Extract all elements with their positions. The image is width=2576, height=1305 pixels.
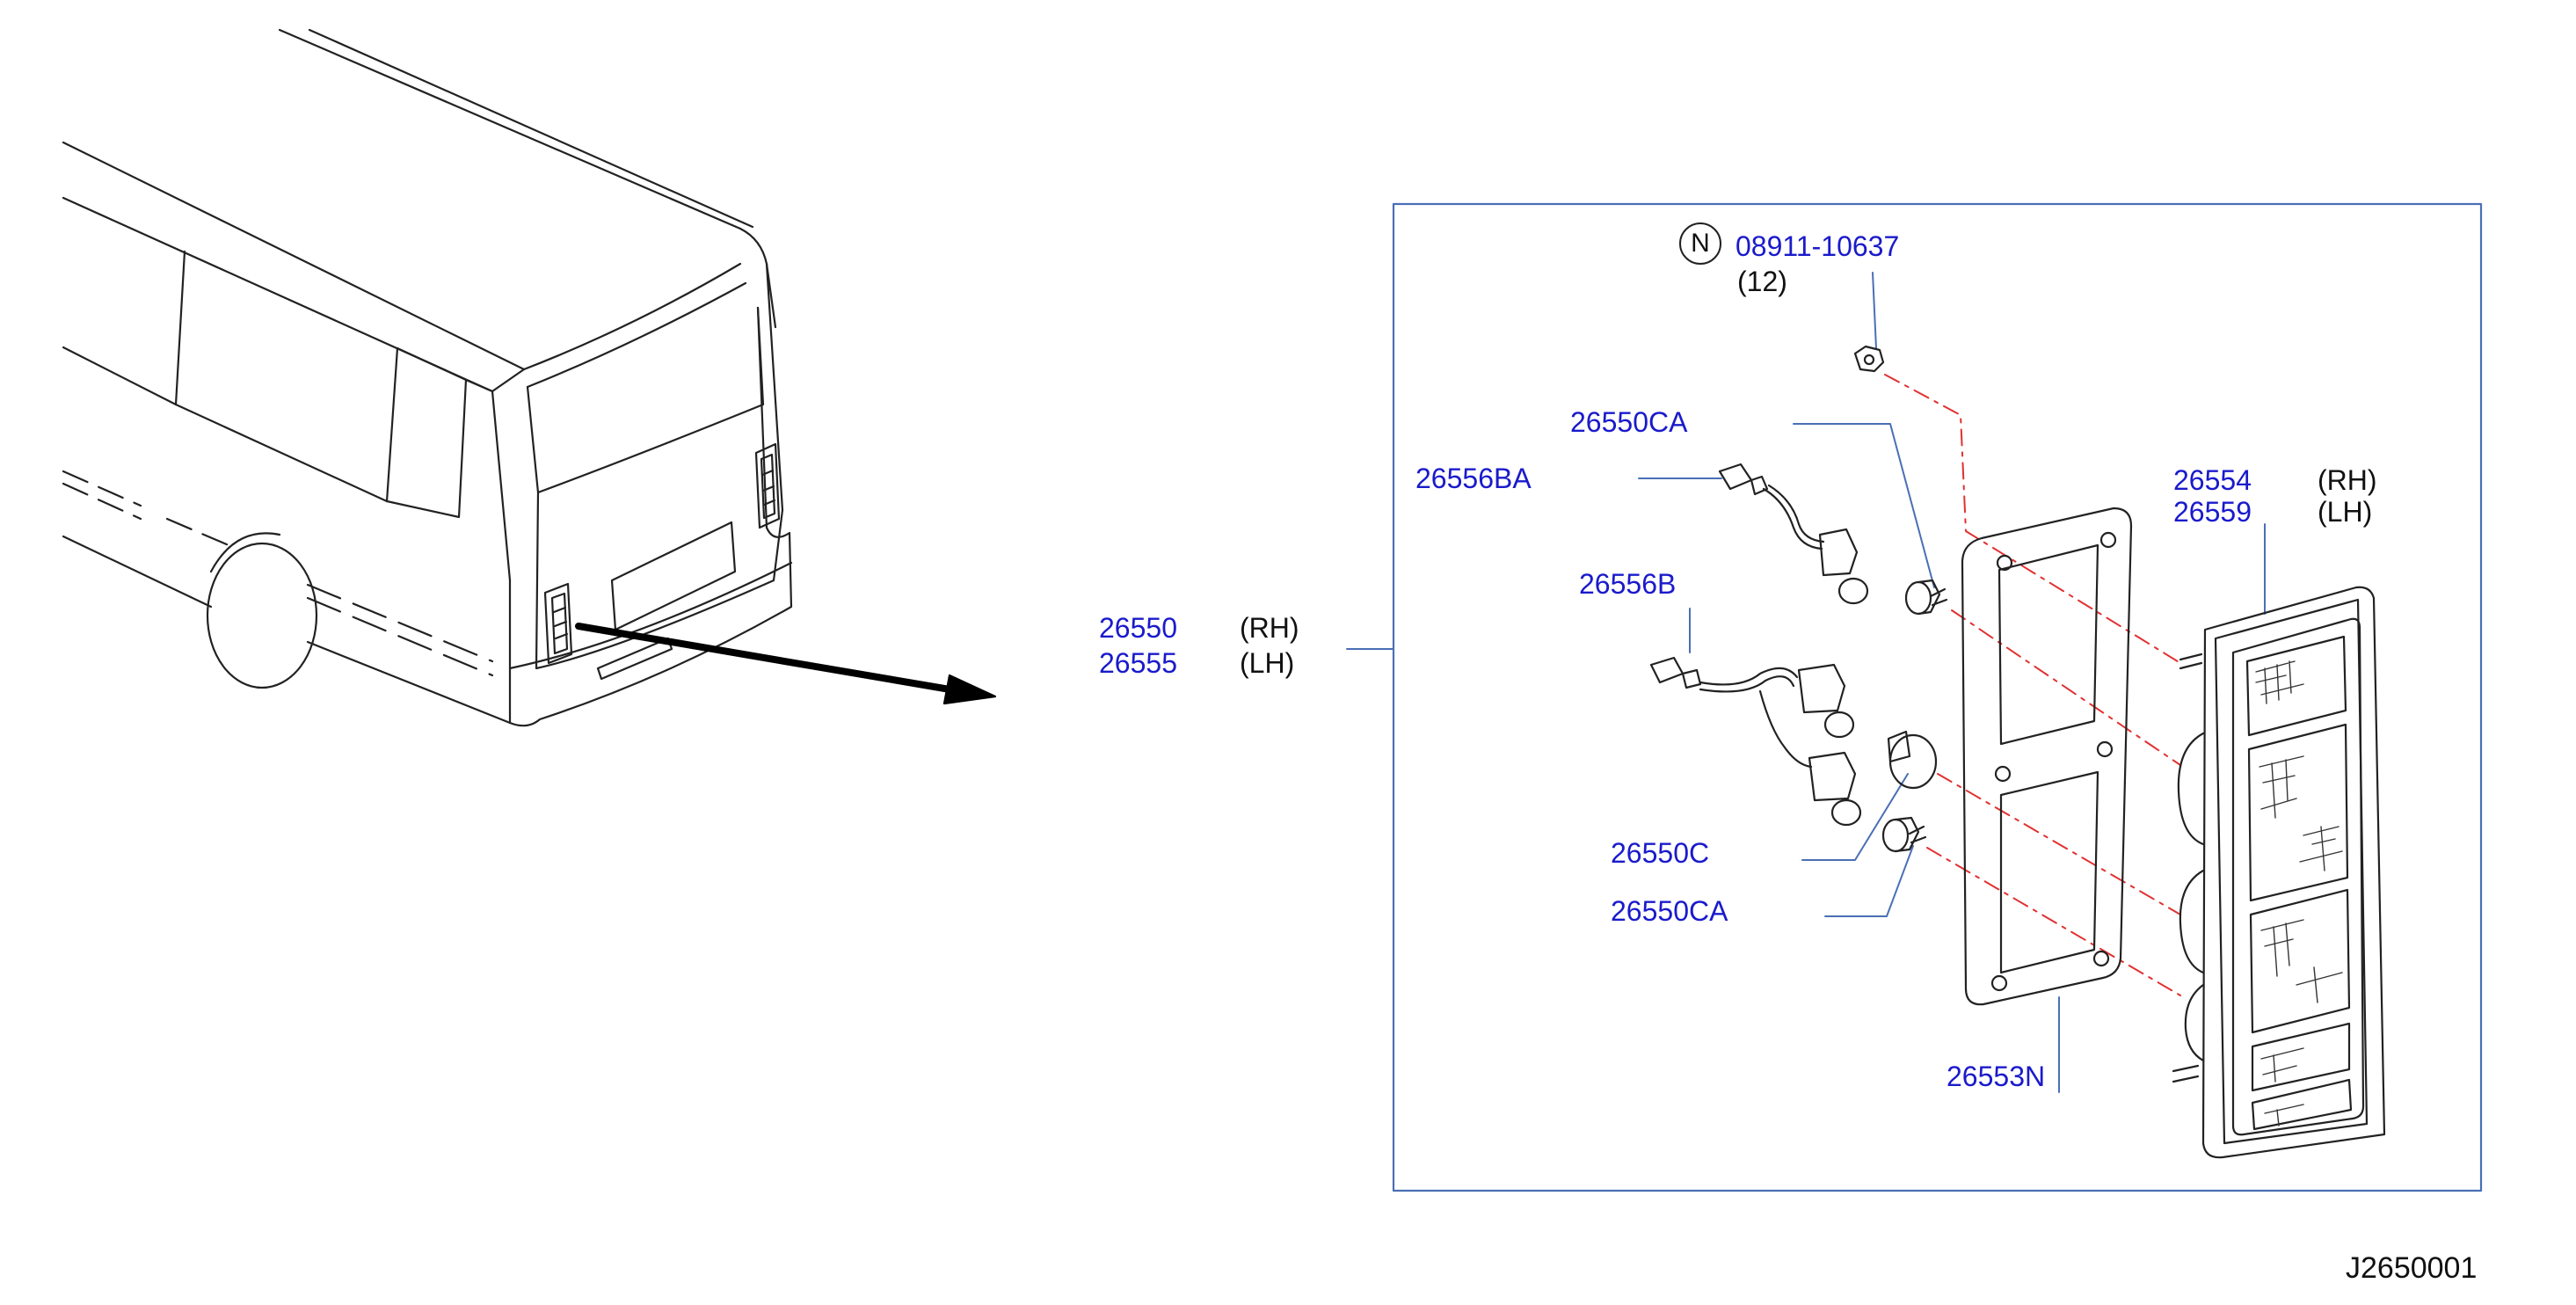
gasket-26553n-icon: [1961, 507, 2133, 1006]
n-badge: N: [1679, 222, 1721, 265]
part-label-26556ba[interactable]: 26556BA: [1415, 463, 1532, 494]
part-label-26559[interactable]: 26559: [2173, 496, 2252, 528]
side-label-26555: (LH): [1240, 647, 1295, 679]
hex-nut-icon: [1853, 345, 1885, 373]
side-label-26554: (RH): [2318, 464, 2377, 496]
part-label-26550ca-top[interactable]: 26550CA: [1570, 406, 1688, 438]
diagram-id-code: J2650001: [2346, 1251, 2478, 1285]
part-label-26550ca-bottom[interactable]: 26550CA: [1611, 895, 1728, 927]
part-label-nut[interactable]: 08911-10637: [1736, 230, 1900, 262]
bulb-icon: [1887, 730, 1938, 790]
pointer-arrow-icon: [575, 623, 997, 705]
bulb-socket-icon: [1904, 579, 1948, 616]
part-label-26556b[interactable]: 26556B: [1579, 568, 1677, 600]
nut-quantity: (12): [1737, 266, 1787, 297]
detail-frame: [1392, 202, 2483, 1192]
tail-lamp-lens-icon: [2172, 586, 2386, 1159]
part-label-26554[interactable]: 26554: [2173, 464, 2252, 496]
side-label-26559: (LH): [2318, 496, 2373, 528]
bulb-socket-icon: [1881, 816, 1927, 853]
side-label-26550: (RH): [1240, 612, 1299, 644]
part-label-26555[interactable]: 26555: [1099, 647, 1177, 679]
part-label-26550c[interactable]: 26550C: [1611, 837, 1710, 869]
part-label-26550[interactable]: 26550: [1099, 612, 1177, 644]
harness-26556ba-icon: [1718, 463, 1869, 605]
harness-26556b-icon: [1649, 656, 1862, 827]
van-illustration: [62, 28, 793, 727]
lens-pattern: [2255, 660, 2343, 1126]
part-label-26553n[interactable]: 26553N: [1947, 1061, 2046, 1092]
